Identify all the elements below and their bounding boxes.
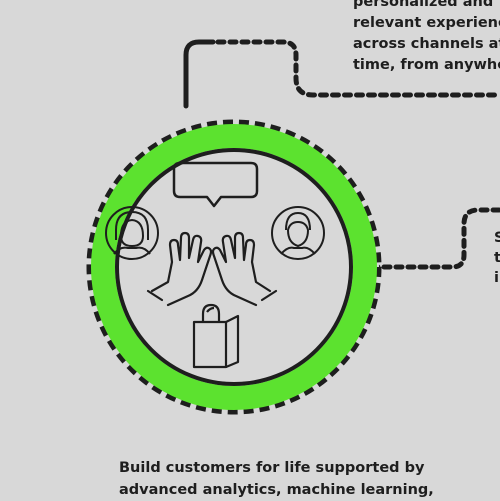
right-callout-line: i bbox=[494, 270, 499, 286]
top-callout-line: across channels at bbox=[353, 36, 500, 52]
top-callout-line: personalized and bbox=[353, 0, 494, 10]
top-callout-line: relevant experienc bbox=[353, 15, 500, 31]
female-avatar-icon bbox=[105, 206, 159, 260]
right-connector bbox=[369, 207, 500, 270]
bottom-caption-line: Build customers for life supported by bbox=[119, 460, 425, 476]
right-callout-line: S bbox=[494, 230, 500, 246]
raised-hands-icon bbox=[146, 231, 278, 307]
inner-ring bbox=[115, 148, 353, 386]
speech-bubble-icon bbox=[172, 161, 259, 208]
top-callout-line: time, from anywhe bbox=[353, 57, 500, 73]
male-avatar-icon bbox=[271, 206, 325, 260]
top-callout-text: personalized and relevant experienc acro… bbox=[353, 0, 500, 76]
bottom-caption-line: advanced analytics, machine learning, bbox=[119, 482, 434, 498]
bottom-caption: Build customers for life supported by ad… bbox=[119, 457, 434, 501]
right-callout-line: t bbox=[494, 250, 500, 266]
top-connector bbox=[183, 39, 500, 109]
shopping-bag-icon bbox=[192, 303, 240, 369]
green-ring bbox=[91, 124, 377, 410]
right-callout-text: S t i bbox=[494, 228, 500, 288]
